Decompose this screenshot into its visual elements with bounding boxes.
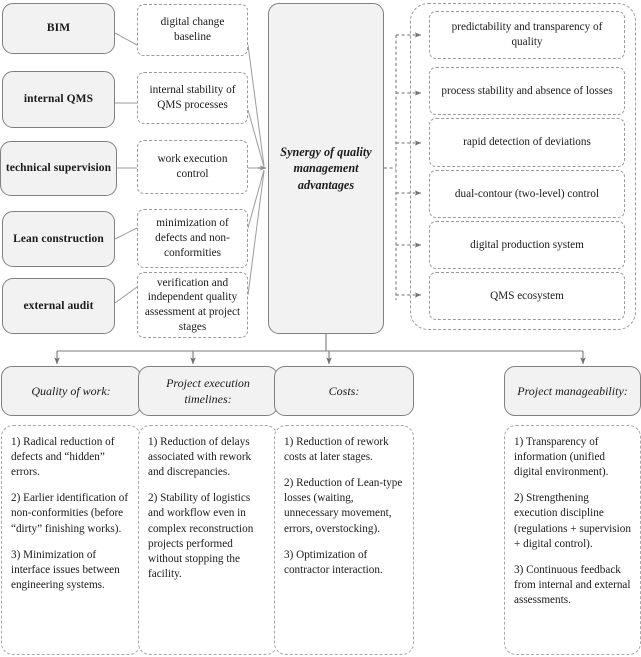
source-to-mechanism-links [114, 32, 138, 304]
outcome-heading: Quality of work: [31, 383, 111, 398]
advantage-label: predictability and transparency of quali… [451, 21, 603, 48]
outcome-header-project-manageability[interactable]: Project manageability: [504, 366, 641, 416]
advantage-label: process stability and absence of losses [441, 84, 613, 97]
outcome-item: 3) Optimization of contractor interactio… [284, 548, 383, 576]
outcome-item: 2) Strengthening execution discipline (r… [514, 492, 631, 550]
outcome-item: 1) Radical reduction of defects and “hid… [11, 436, 115, 479]
advantage-box-digital-production-system[interactable]: digital production system [429, 221, 625, 269]
mechanism-label: work execution control [157, 153, 228, 180]
outcome-header-quality-of-work[interactable]: Quality of work: [1, 366, 141, 416]
center-to-outcomes-links [54, 334, 586, 365]
outcome-item: 3) Minimization of interface issues betw… [11, 548, 120, 591]
source-box-technical-supervision[interactable]: technical supervision [0, 141, 117, 196]
mechanism-box-digital-change-baseline[interactable]: digital change baseline [137, 4, 248, 56]
mechanism-label: verification and independent quality ass… [144, 276, 241, 333]
outcome-body-quality-of-work: 1) Radical reduction of defects and “hid… [1, 425, 141, 655]
mechanism-box-work-execution-control[interactable]: work execution control [137, 140, 248, 194]
center-box-synergy[interactable]: Synergy of quality management advantages [268, 3, 384, 334]
center-label: Synergy of quality management advantages [280, 144, 372, 192]
outcome-heading: Costs: [328, 383, 360, 398]
source-box-bim[interactable]: BIM [2, 3, 115, 54]
outcome-item: 2) Earlier identification of non-conform… [11, 492, 129, 535]
mechanism-label: digital change baseline [160, 16, 225, 43]
outcome-header-costs[interactable]: Costs: [274, 366, 414, 416]
source-box-lean-construction[interactable]: Lean construction [2, 211, 115, 267]
mechanism-label: internal stability of QMS processes [149, 84, 236, 111]
outcome-item: 1) Reduction of rework costs at later st… [284, 436, 389, 464]
advantages-container [410, 3, 636, 330]
advantage-box-rapid-detection[interactable]: rapid detection of deviations [429, 118, 625, 167]
advantage-label: digital production system [470, 238, 584, 251]
mechanism-box-minimization-of-defects[interactable]: minimization of defects and non-conformi… [137, 209, 248, 268]
outcome-item: 2) Reduction of Lean-type losses (waitin… [284, 477, 403, 535]
mechanism-label: minimization of defects and non-conformi… [155, 217, 230, 259]
outcome-body-project-execution-timelines: 1) Reduction of delays associated with r… [138, 425, 278, 655]
source-label: Lean construction [13, 232, 104, 245]
advantage-label: dual-contour (two-level) control [454, 187, 600, 200]
outcome-item: 2) Stability of logistics and workflow e… [148, 492, 254, 580]
outcome-body-project-manageability: 1) Transparency of information (unified … [504, 425, 641, 655]
advantage-label: QMS ecosystem [490, 289, 564, 302]
advantage-box-process-stability[interactable]: process stability and absence of losses [429, 67, 625, 115]
advantage-label: rapid detection of deviations [463, 136, 591, 149]
advantage-box-dual-contour-control[interactable]: dual-contour (two-level) control [429, 170, 625, 218]
outcome-item: 3) Continuous feedback from internal and… [514, 563, 631, 606]
outcome-header-project-execution-timelines[interactable]: Project execution timelines: [138, 366, 278, 416]
source-label: BIM [46, 22, 71, 35]
mechanism-box-verification-assessment[interactable]: verification and independent quality ass… [137, 272, 248, 338]
advantage-box-predictability[interactable]: predictability and transparency of quali… [429, 11, 625, 59]
advantage-box-qms-ecosystem[interactable]: QMS ecosystem [429, 272, 625, 320]
source-label: technical supervision [5, 162, 112, 175]
outcome-heading: Project manageability: [517, 383, 628, 398]
outcome-body-costs: 1) Reduction of rework costs at later st… [274, 425, 414, 655]
outcome-item: 1) Transparency of information (unified … [514, 436, 609, 479]
source-box-internal-qms[interactable]: internal QMS [2, 71, 115, 128]
mechanism-box-internal-stability[interactable]: internal stability of QMS processes [137, 72, 248, 124]
outcome-item: 1) Reduction of delays associated with r… [148, 436, 252, 479]
mechanism-to-center-links [247, 44, 265, 296]
source-label: internal QMS [23, 93, 94, 106]
outcome-heading: Project execution timelines: [166, 375, 250, 406]
source-box-external-audit[interactable]: external audit [2, 278, 115, 334]
source-label: external audit [23, 299, 94, 312]
